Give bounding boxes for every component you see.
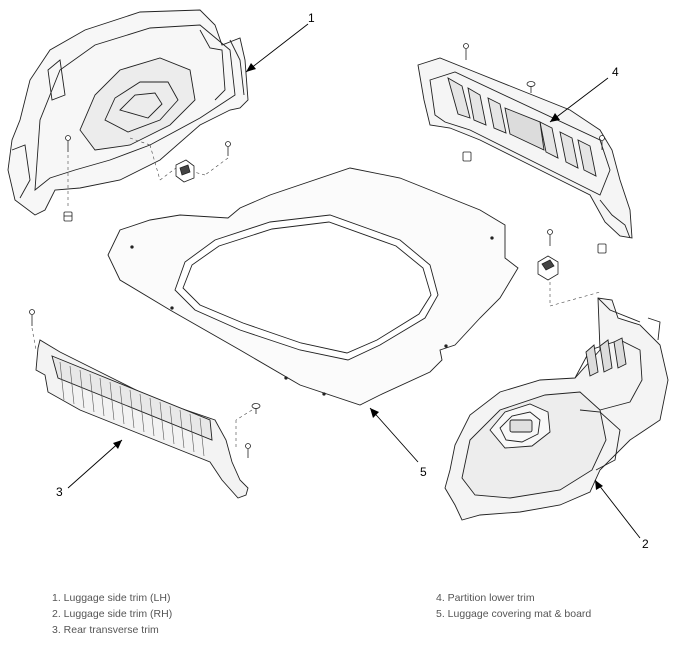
exploded-view-diagram: 1 4 5 3 2 (7, 9, 669, 551)
legend-item-5: 5. Luggage covering mat & board (436, 608, 592, 620)
screw-icon (547, 229, 553, 246)
arrowhead-1 (246, 63, 256, 72)
bracket-icon (175, 159, 195, 183)
clip-icon (251, 403, 261, 414)
arrowhead-2 (595, 480, 603, 490)
screw-icon (245, 443, 251, 458)
callout-2: 2 (642, 537, 649, 551)
legend-right: 4. Partition lower trim 5. Luggage cover… (436, 590, 591, 622)
callout-3: 3 (56, 485, 63, 499)
bracket-icon (537, 255, 559, 281)
screw-icon (225, 141, 231, 156)
callout-4: 4 (612, 65, 619, 79)
legend-item-3: 3. Rear transverse trim (52, 624, 159, 636)
legend-item-1: 1. Luggage side trim (LH) (52, 592, 171, 604)
arrowhead-3 (113, 440, 122, 449)
clip-icon (63, 211, 73, 222)
leader-3 (67, 439, 123, 489)
trim-ribs (59, 361, 205, 457)
clip-icon (462, 151, 472, 162)
partition-lower-trim (417, 57, 633, 239)
luggage-side-trim-lh (7, 9, 249, 216)
screw-icon (463, 43, 469, 60)
luggage-covering-mat (107, 167, 519, 406)
callout-leaders (67, 23, 641, 539)
leader-1 (245, 23, 309, 73)
leader-2 (594, 479, 641, 539)
clip-icon (597, 243, 607, 254)
lh-trim-fasteners (63, 135, 231, 222)
leader-4 (549, 77, 609, 123)
rear-transverse-trim (35, 339, 249, 499)
callout-1: 1 (308, 11, 315, 25)
arrowhead-4 (550, 113, 560, 122)
leader-5 (369, 407, 419, 463)
screw-icon (29, 309, 35, 326)
luggage-side-trim-rh (444, 297, 669, 521)
rh-dashed-leaders (549, 282, 601, 307)
clip-icon (526, 81, 536, 93)
transverse-fasteners (29, 309, 261, 458)
screw-icon (599, 135, 605, 150)
lh-dashed-leaders (67, 137, 229, 208)
legend-left: 1. Luggage side trim (LH) 2. Luggage sid… (52, 590, 172, 638)
legend-item-4: 4. Partition lower trim (436, 592, 535, 604)
callout-arrowheads (113, 63, 603, 490)
screw-icon (65, 135, 71, 152)
callout-5: 5 (420, 465, 427, 479)
rh-fasteners (537, 229, 559, 281)
arrowhead-5 (370, 408, 379, 418)
transverse-dashed-leaders (31, 327, 253, 450)
partition-fasteners (462, 43, 607, 254)
legend-item-2: 2. Luggage side trim (RH) (52, 608, 173, 620)
